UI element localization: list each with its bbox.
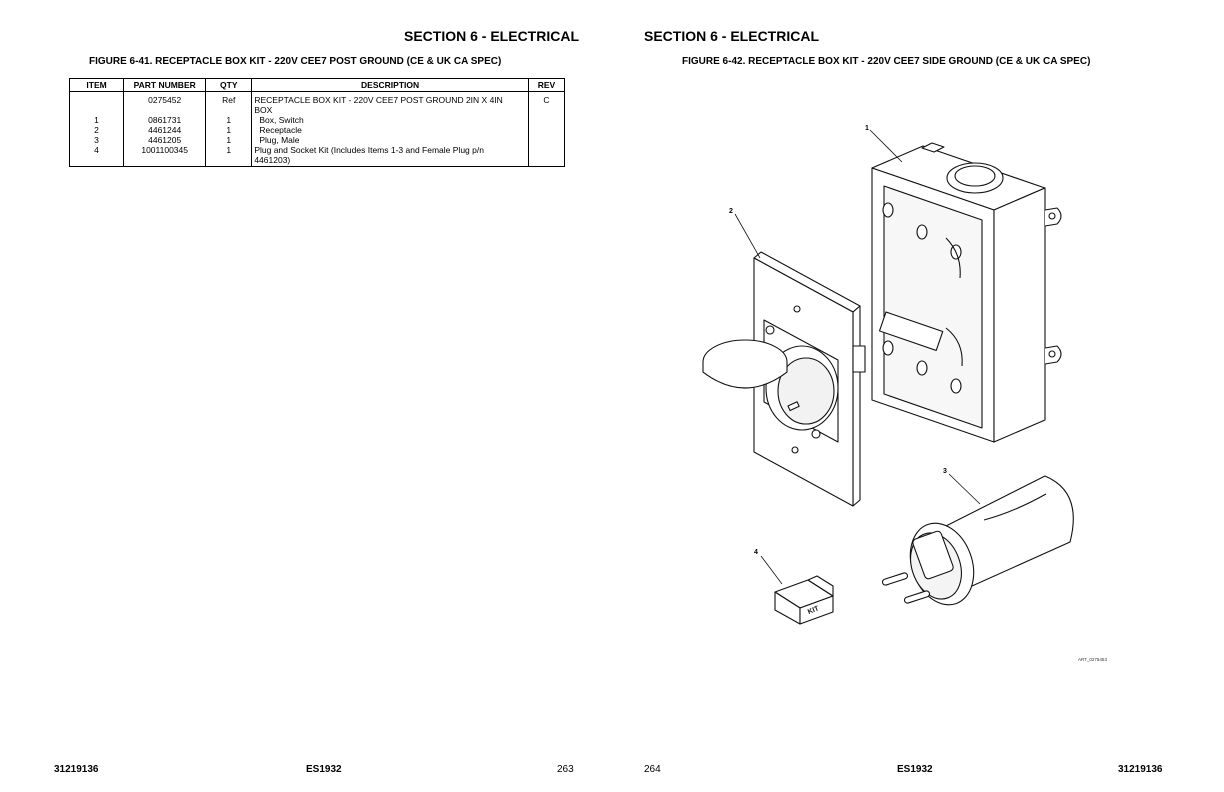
switch-box-part xyxy=(871,142,1062,443)
cell-qty: 1 xyxy=(205,145,253,167)
table-row: 3 4461205 1 Plug, Male xyxy=(68,135,566,145)
cell-qty: Ref xyxy=(205,91,253,115)
kit-box-part: KIT xyxy=(774,575,834,625)
cell-item: 1 xyxy=(68,115,125,125)
cell-qty: 1 xyxy=(205,125,253,135)
callout-1: 1 xyxy=(865,125,869,132)
table-header-row: ITEM PART NUMBER QTY DESCRIPTION REV xyxy=(68,78,566,92)
header-description: DESCRIPTION xyxy=(251,78,529,92)
header-rev: REV xyxy=(527,78,566,92)
description-line: Plug and Socket Kit (Includes Items 1-3 … xyxy=(254,145,484,155)
callout-2: 2 xyxy=(729,208,733,215)
cell-qty: 1 xyxy=(205,115,253,125)
description-line: RECEPTACLE BOX KIT - 220V CEE7 POST GROU… xyxy=(254,95,503,105)
table-row: 4 1001100345 1 Plug and Socket Kit (Incl… xyxy=(68,145,566,167)
right-section-title: SECTION 6 - ELECTRICAL xyxy=(644,28,820,44)
kit-box-label: KIT xyxy=(807,605,821,616)
description-line: 4461203) xyxy=(254,155,291,165)
cell-description: Receptacle xyxy=(251,125,529,135)
header-part-number: PART NUMBER xyxy=(123,78,207,92)
cell-description: Box, Switch xyxy=(251,115,529,125)
cell-item: 3 xyxy=(68,135,125,145)
left-section-title: SECTION 6 - ELECTRICAL xyxy=(404,28,580,44)
header-qty: QTY xyxy=(205,78,253,92)
cell-rev xyxy=(527,145,566,167)
left-footer-doc-number: 31219136 xyxy=(54,764,99,775)
table-row: 0275452 Ref RECEPTACLE BOX KIT - 220V CE… xyxy=(68,91,566,115)
cell-rev xyxy=(527,125,566,135)
cell-description: Plug, Male xyxy=(251,135,529,145)
right-footer-doc-number: 31219136 xyxy=(1118,764,1163,775)
cell-item: 4 xyxy=(68,145,125,167)
cell-item: 2 xyxy=(68,125,125,135)
cell-item xyxy=(68,91,125,115)
cell-part-number: 4461205 xyxy=(123,135,207,145)
right-figure-title: FIGURE 6-42. RECEPTACLE BOX KIT - 220V C… xyxy=(682,56,1091,67)
cell-part-number: 4461244 xyxy=(123,125,207,135)
receptacle-part xyxy=(702,251,866,507)
art-id-label: ART_0275453 xyxy=(1078,657,1107,662)
cell-part-number: 0275452 xyxy=(123,91,207,115)
header-item: ITEM xyxy=(68,78,125,92)
cell-rev xyxy=(527,135,566,145)
right-footer-model: ES1932 xyxy=(897,764,933,775)
cell-rev: C xyxy=(527,91,566,115)
male-plug-part xyxy=(881,475,1074,606)
callout-3: 3 xyxy=(943,468,947,475)
cell-rev xyxy=(527,115,566,125)
cell-part-number: 0861731 xyxy=(123,115,207,125)
table-row: 2 4461244 1 Receptacle xyxy=(68,125,566,135)
parts-table: ITEM PART NUMBER QTY DESCRIPTION REV 027… xyxy=(68,78,566,167)
receptacle-box-kit-illustration: KIT 1 2 3 4 ART_0275453 xyxy=(702,125,1074,625)
callout-4: 4 xyxy=(754,549,758,556)
cell-description: RECEPTACLE BOX KIT - 220V CEE7 POST GROU… xyxy=(251,91,529,115)
left-footer-page-number: 263 xyxy=(557,764,574,775)
cell-description: Plug and Socket Kit (Includes Items 1-3 … xyxy=(251,145,529,167)
description-line: BOX xyxy=(254,105,273,115)
cell-qty: 1 xyxy=(205,135,253,145)
left-figure-title: FIGURE 6-41. RECEPTACLE BOX KIT - 220V C… xyxy=(89,56,502,67)
left-footer-model: ES1932 xyxy=(306,764,342,775)
cell-part-number: 1001100345 xyxy=(123,145,207,167)
table-row: 1 0861731 1 Box, Switch xyxy=(68,115,566,125)
right-footer-page-number: 264 xyxy=(644,764,661,775)
